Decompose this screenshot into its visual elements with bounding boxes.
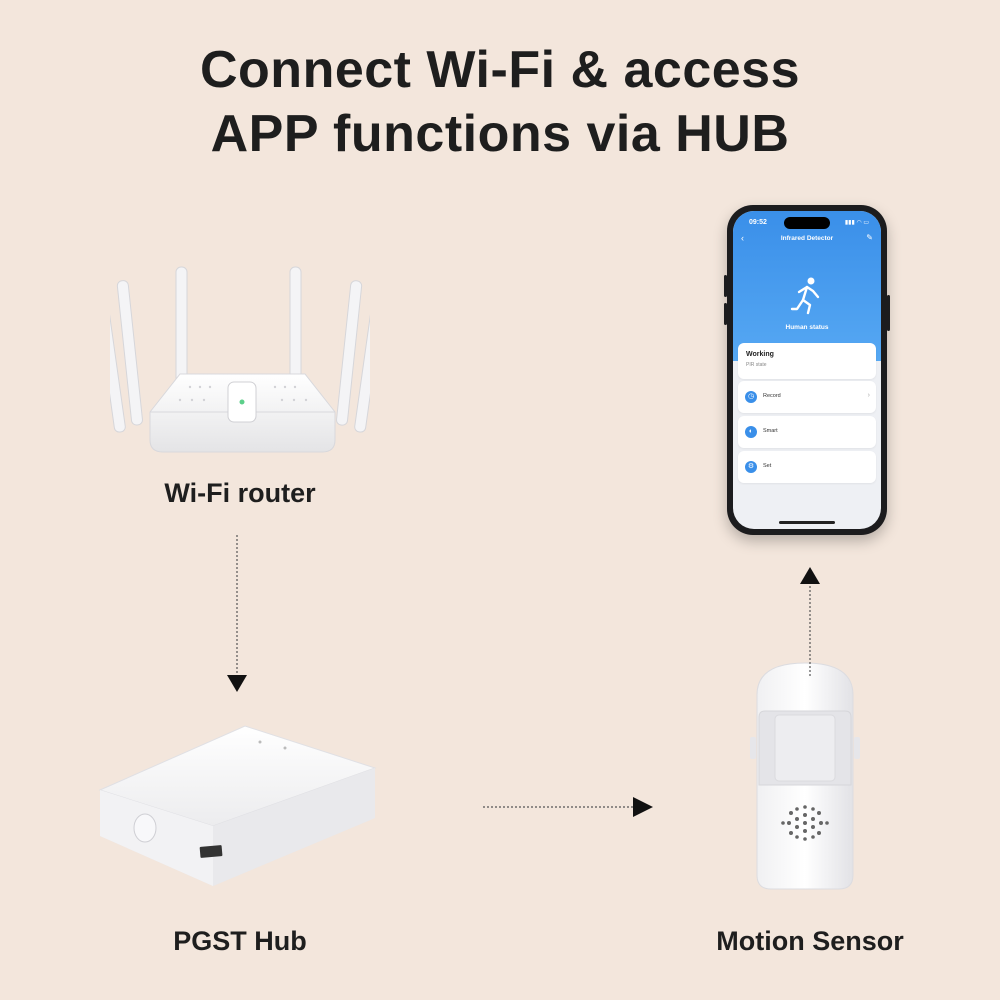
toggle-icon: ◐ bbox=[745, 426, 757, 438]
set-row[interactable]: ⚙ Set bbox=[738, 451, 876, 483]
gear-icon: ⚙ bbox=[745, 461, 757, 473]
router-label: Wi-Fi router bbox=[164, 478, 316, 508]
edit-icon[interactable]: ✎ bbox=[866, 233, 873, 242]
sensor-label: Motion Sensor bbox=[716, 926, 904, 956]
chevron-right-icon: › bbox=[867, 392, 870, 399]
working-title: Working bbox=[746, 351, 774, 358]
router-image bbox=[110, 266, 370, 453]
app-title: Infrared Detector bbox=[780, 235, 834, 242]
title-line-2: APP functions via HUB bbox=[210, 105, 790, 163]
running-person-icon bbox=[790, 277, 820, 315]
arrow-down-icon bbox=[227, 535, 247, 692]
human-status-label: Human status bbox=[785, 324, 829, 331]
arrow-right-icon bbox=[483, 797, 653, 817]
back-icon[interactable]: ‹ bbox=[741, 233, 744, 243]
phone-screen: 09:52 ▮▮▮ ◠ ▭ ‹ Infrared Detector ✎ Huma… bbox=[733, 211, 881, 529]
home-indicator[interactable] bbox=[779, 521, 835, 524]
status-time: 09:52 bbox=[749, 219, 767, 226]
phone-side-button bbox=[724, 303, 727, 325]
set-label: Set bbox=[763, 463, 772, 469]
phone-side-button bbox=[887, 295, 890, 331]
title-line-1: Connect Wi-Fi & access bbox=[199, 41, 800, 99]
smart-label: Smart bbox=[763, 428, 778, 434]
arrow-up-icon bbox=[800, 567, 820, 677]
status-icons: ▮▮▮ ◠ ▭ bbox=[844, 220, 869, 226]
phone-side-button bbox=[724, 275, 727, 297]
pir-state-label: PIR state bbox=[746, 362, 767, 368]
record-row[interactable]: ◷ Record › bbox=[738, 381, 876, 413]
hub-image bbox=[98, 725, 377, 886]
clock-icon: ◷ bbox=[745, 391, 757, 403]
record-label: Record bbox=[763, 393, 781, 399]
motion-sensor-image bbox=[750, 662, 860, 890]
page-title: Connect Wi-Fi & access APP functions via… bbox=[0, 38, 1000, 166]
dynamic-island bbox=[784, 217, 830, 229]
smart-row[interactable]: ◐ Smart bbox=[738, 416, 876, 448]
working-card[interactable]: Working PIR state bbox=[738, 343, 876, 379]
smartphone: 09:52 ▮▮▮ ◠ ▭ ‹ Infrared Detector ✎ Huma… bbox=[724, 205, 890, 535]
hub-label: PGST Hub bbox=[173, 926, 307, 956]
